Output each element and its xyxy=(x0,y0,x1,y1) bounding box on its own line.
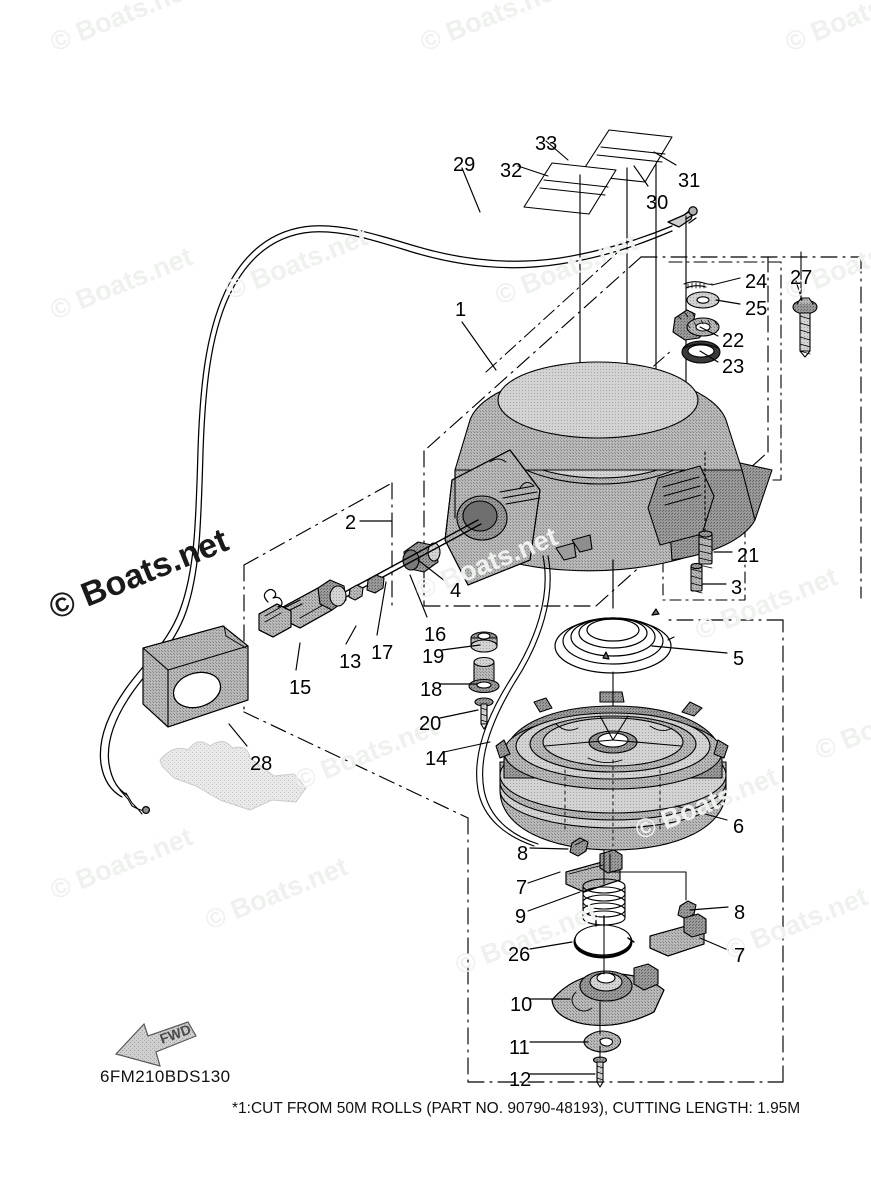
leader-line-17 xyxy=(376,581,387,636)
part-8b-clip xyxy=(609,853,697,920)
part-21-bolt xyxy=(698,451,713,569)
part-26-spring-ring xyxy=(573,915,635,959)
callout-leaders xyxy=(228,140,803,1075)
part-15-rope-clip xyxy=(258,588,292,638)
leader-line-13 xyxy=(345,625,357,645)
callout-8b: 8 xyxy=(734,902,746,924)
part-16-stopper xyxy=(366,574,385,594)
callout-22: 22 xyxy=(722,330,745,352)
leader-line-7b xyxy=(699,937,729,951)
callout-3: 3 xyxy=(731,577,743,599)
part-19-damper xyxy=(470,631,498,653)
callout-5: 5 xyxy=(733,648,745,670)
callout-28: 28 xyxy=(250,753,273,775)
leader-line-8b xyxy=(689,906,729,911)
callout-30: 30 xyxy=(646,192,669,214)
callout-23: 23 xyxy=(722,356,745,378)
callout-20: 20 xyxy=(419,713,442,735)
callout-27: 27 xyxy=(790,267,813,289)
callout-12: 12 xyxy=(509,1069,532,1091)
callout-4: 4 xyxy=(450,580,462,602)
leader-line-20 xyxy=(439,709,479,719)
leader-line-26 xyxy=(529,941,573,950)
part-7a-pawl xyxy=(565,849,623,893)
callout-15: 15 xyxy=(289,677,312,699)
leader-line-15 xyxy=(295,642,301,671)
leader-line-16 xyxy=(409,574,428,618)
part-11-retaining-clip xyxy=(583,1030,622,1053)
callout-18: 18 xyxy=(420,679,443,701)
callout-26: 26 xyxy=(508,944,531,966)
part-8a-clip xyxy=(569,837,589,857)
leader-line-32 xyxy=(517,165,549,177)
part-28-grip-block xyxy=(142,625,249,728)
callout-7a: 7 xyxy=(516,877,528,899)
callout-6: 6 xyxy=(733,816,745,838)
part-22-bracket xyxy=(672,309,720,341)
part-20-screw xyxy=(474,697,494,730)
callout-10: 10 xyxy=(510,994,533,1016)
part-10-drive-plate xyxy=(551,963,665,1027)
callout-25: 25 xyxy=(745,298,768,320)
part-18-collar xyxy=(468,656,500,694)
leader-line-1 xyxy=(461,321,497,371)
ghost-outline xyxy=(159,741,307,811)
part-6-sheave-drum xyxy=(495,671,729,851)
callout-2: 2 xyxy=(345,512,357,534)
starter-housing xyxy=(444,361,773,586)
diagram-code: 6FM210BDS130 xyxy=(100,1067,231,1086)
footnote-text: *1:CUT FROM 50M ROLLS (PART NO. 90790-48… xyxy=(232,1100,801,1117)
callout-33: 33 xyxy=(535,133,558,155)
part-25-washer xyxy=(686,291,720,309)
leader-line-23 xyxy=(699,350,719,363)
callout-16: 16 xyxy=(424,624,447,646)
leader-line-24 xyxy=(711,277,741,286)
leader-line-9 xyxy=(527,891,581,912)
part-3-screw xyxy=(690,562,703,594)
callout-1: 1 xyxy=(455,299,467,321)
leader-line-19 xyxy=(441,644,481,651)
leader-line-33 xyxy=(545,140,569,161)
callout-24: 24 xyxy=(745,271,768,293)
leader-line-5 xyxy=(651,645,728,654)
callout-17: 17 xyxy=(371,642,394,664)
callout-7b: 7 xyxy=(734,945,746,967)
part-12-bolt xyxy=(592,1056,608,1088)
callout-21: 21 xyxy=(737,545,760,567)
part-27-bolt xyxy=(792,251,818,358)
callout-13: 13 xyxy=(339,651,362,673)
part-7b-pawl xyxy=(649,913,707,957)
callout-9: 9 xyxy=(515,906,527,928)
callout-31: 31 xyxy=(678,170,701,192)
leader-line-7a xyxy=(527,871,561,884)
part-24-cotter-pin xyxy=(683,281,713,289)
callout-19: 19 xyxy=(422,646,445,668)
leader-line-31 xyxy=(653,151,677,166)
leader-line-8a xyxy=(529,847,569,850)
leader-line-22 xyxy=(699,326,719,337)
callout-14: 14 xyxy=(425,748,448,770)
group-boundary-3 xyxy=(467,619,784,1083)
callout-11: 11 xyxy=(509,1037,530,1059)
fwd-arrow-icon: FWD xyxy=(114,1021,197,1067)
leader-line-28 xyxy=(228,723,248,747)
part-5-spiral-spring xyxy=(554,559,675,674)
callout-29: 29 xyxy=(453,154,476,176)
part-14-rope xyxy=(476,555,551,847)
part-17-collar xyxy=(348,584,364,601)
leader-line-14 xyxy=(443,741,491,753)
leader-line-4 xyxy=(417,559,446,582)
part-29-cable xyxy=(99,206,698,815)
leader-line-27 xyxy=(795,280,803,301)
leader-line-25 xyxy=(715,299,741,305)
part-33-label-strip xyxy=(523,162,617,215)
leader-line-29 xyxy=(461,167,481,213)
callout-32: 32 xyxy=(500,160,523,182)
leader-line-6 xyxy=(675,805,728,821)
callout-8a: 8 xyxy=(517,843,529,865)
leader-line-30 xyxy=(633,165,649,187)
